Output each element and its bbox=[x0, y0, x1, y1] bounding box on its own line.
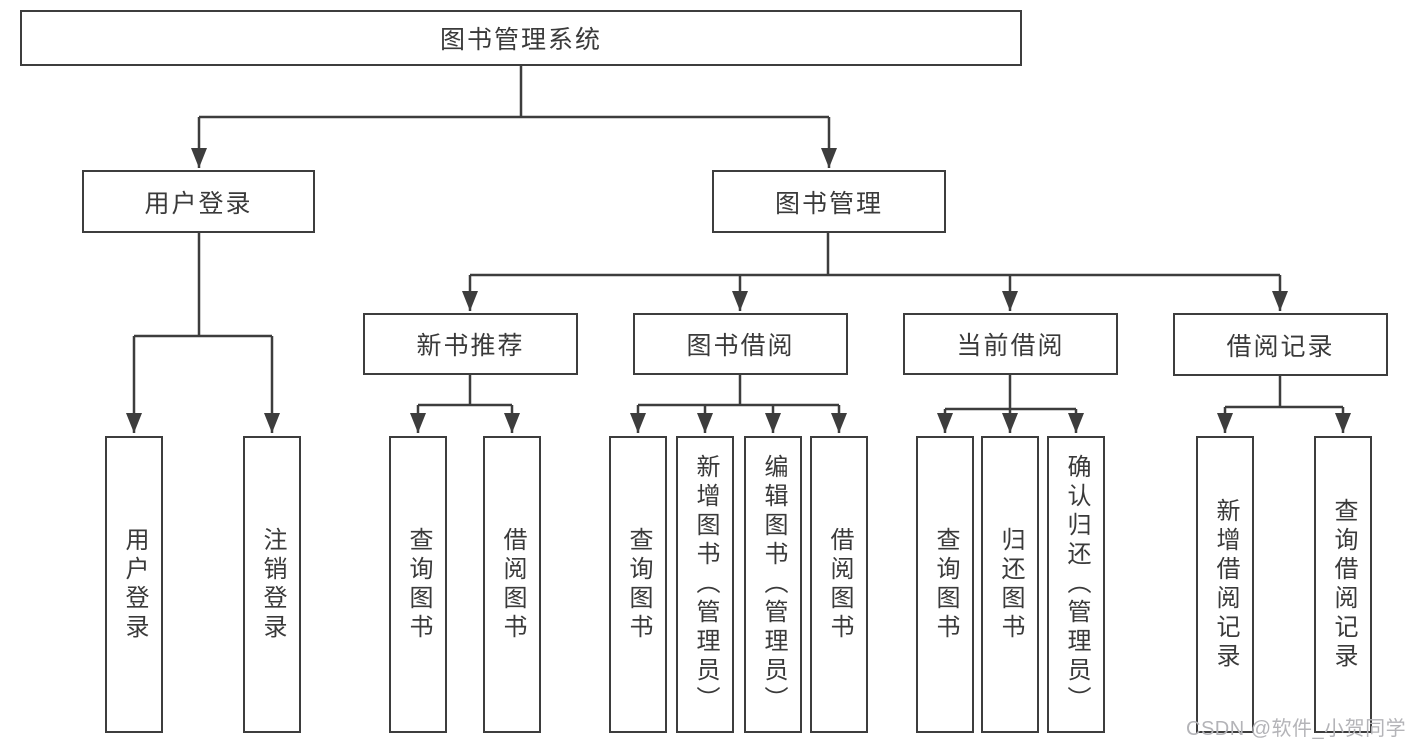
node-label: 归还图书 bbox=[997, 526, 1024, 643]
leaf-add-borrow-record: 新增借阅记录 bbox=[1196, 436, 1254, 733]
leaf-query-books-recommend: 查询图书 bbox=[389, 436, 447, 733]
leaf-user-login: 用户登录 bbox=[105, 436, 163, 733]
leaf-logout: 注销登录 bbox=[243, 436, 301, 733]
node-new-book-recommend: 新书推荐 bbox=[363, 313, 578, 375]
leaf-confirm-return-admin: 确认归还（管理员） bbox=[1047, 436, 1105, 733]
leaf-return-books: 归还图书 bbox=[981, 436, 1039, 733]
node-label: 图书管理 bbox=[774, 189, 883, 218]
node-label: 图书借阅 bbox=[686, 332, 795, 360]
node-library-management-system: 图书管理系统 bbox=[20, 10, 1022, 66]
node-label: 用户登录 bbox=[144, 189, 253, 218]
node-label: 新增借阅记录 bbox=[1212, 497, 1239, 672]
leaf-add-books-admin: 新增图书（管理员） bbox=[676, 436, 734, 733]
node-user-login: 用户登录 bbox=[82, 170, 315, 233]
node-label: 新增图书（管理员） bbox=[692, 454, 719, 715]
node-label: 编辑图书（管理员） bbox=[760, 454, 787, 715]
leaf-edit-books-admin: 编辑图书（管理员） bbox=[744, 436, 802, 733]
node-label: 借阅图书 bbox=[499, 526, 526, 643]
node-label: 查询图书 bbox=[405, 526, 432, 643]
node-label: 新书推荐 bbox=[416, 332, 525, 360]
node-label: 借阅记录 bbox=[1226, 332, 1335, 361]
node-label: 当前借阅 bbox=[956, 332, 1065, 360]
leaf-query-books-borrowing: 查询图书 bbox=[609, 436, 667, 733]
node-label: 查询图书 bbox=[932, 526, 959, 643]
node-label: 确认归还（管理员） bbox=[1063, 454, 1090, 715]
node-current-borrowing: 当前借阅 bbox=[903, 313, 1118, 375]
node-borrowing-records: 借阅记录 bbox=[1173, 313, 1388, 376]
node-label: 注销登录 bbox=[259, 526, 286, 643]
csdn-watermark: CSDN @软件_小贺同学 bbox=[1186, 718, 1405, 740]
leaf-borrow-books: 借阅图书 bbox=[810, 436, 868, 733]
node-book-management: 图书管理 bbox=[712, 170, 946, 233]
node-label: 用户登录 bbox=[121, 526, 148, 643]
node-label: 查询图书 bbox=[625, 526, 652, 643]
leaf-borrow-books-recommend: 借阅图书 bbox=[483, 436, 541, 733]
node-label: 图书管理系统 bbox=[439, 26, 602, 54]
leaf-query-books-current: 查询图书 bbox=[916, 436, 974, 733]
leaf-query-borrow-record: 查询借阅记录 bbox=[1314, 436, 1372, 733]
node-book-borrowing: 图书借阅 bbox=[633, 313, 848, 375]
node-label: 查询借阅记录 bbox=[1330, 497, 1357, 672]
node-label: 借阅图书 bbox=[826, 526, 853, 643]
